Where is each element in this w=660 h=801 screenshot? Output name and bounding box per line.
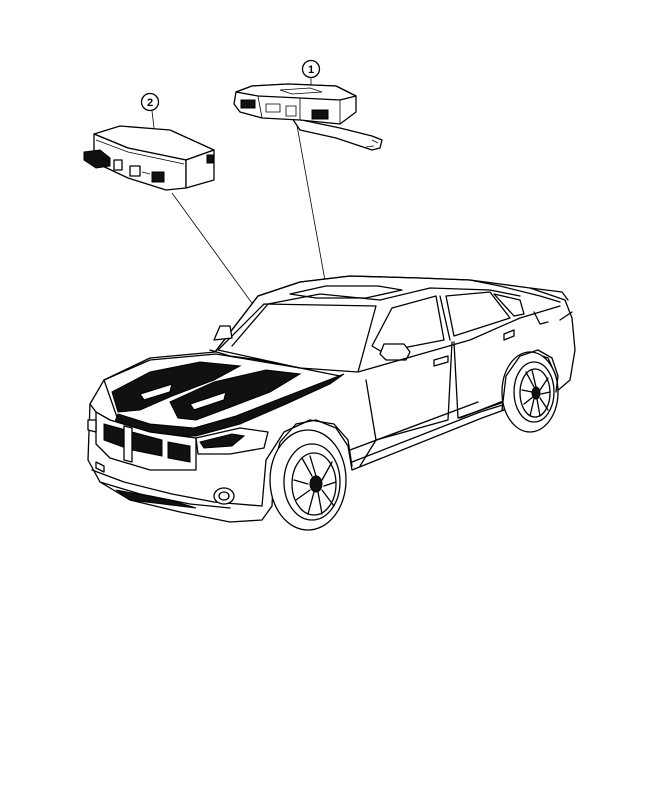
- receiver-module-part-1[interactable]: [233, 83, 383, 151]
- leader-line-1: [295, 119, 327, 287]
- callout-1[interactable]: 1: [295, 59, 327, 287]
- callout-2-label: 2: [147, 97, 153, 109]
- front-wheel: [269, 429, 347, 531]
- vehicle-illustration: [87, 275, 576, 531]
- control-module-part-2[interactable]: [83, 125, 215, 191]
- rear-wheel: [501, 351, 559, 433]
- callout-1-label: 1: [308, 64, 314, 76]
